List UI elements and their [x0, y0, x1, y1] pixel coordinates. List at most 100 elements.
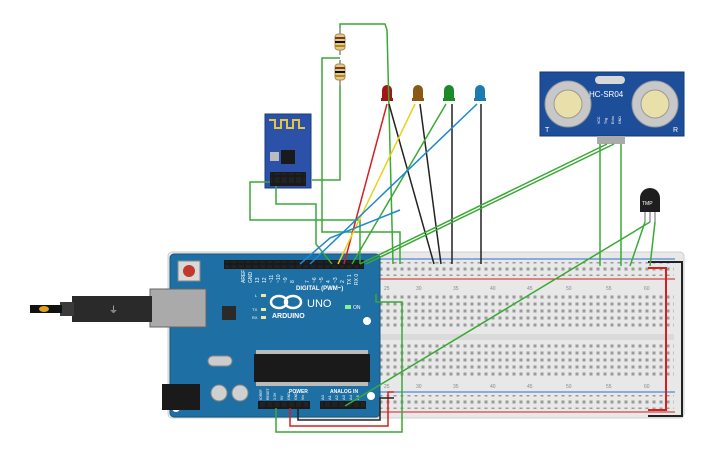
led-base — [443, 98, 455, 101]
led-body — [475, 85, 485, 98]
reset-button-cap — [183, 265, 195, 277]
green-wire — [649, 221, 656, 267]
led — [412, 85, 424, 101]
esp-antenna-trace — [269, 119, 305, 129]
power-jack — [162, 384, 200, 410]
column-number: 35 — [453, 286, 459, 292]
arduino-model-text: UNO — [307, 298, 332, 310]
analog-header-pins — [321, 402, 365, 408]
pin-label: GND — [294, 392, 298, 400]
column-number: 50 — [566, 384, 572, 390]
receiver-mesh — [640, 89, 670, 119]
green-wire — [321, 57, 401, 264]
arduino-brand-text: ARDUINO — [272, 313, 305, 320]
pin-label: 7 — [305, 280, 311, 283]
power-pin-labels: IOREF RESET 3.3V 5V GND GND Vin — [259, 387, 305, 400]
pin-label: A2 — [334, 394, 339, 400]
led — [381, 85, 393, 101]
logo-loop-right — [283, 294, 303, 310]
green-wire — [344, 221, 651, 407]
receiver-mark: R — [673, 127, 678, 134]
led-rx-label: RX — [252, 315, 258, 320]
led-tx-label: TX — [252, 307, 257, 312]
pin-label: A4 — [348, 394, 353, 400]
black-wire — [388, 103, 435, 265]
mounting-hole — [363, 317, 371, 325]
chip-pins-bottom — [256, 382, 368, 386]
red-rail-jumper-wire — [648, 267, 667, 411]
sensor-pin-label: GND — [618, 116, 622, 124]
led-base — [474, 98, 486, 101]
on-led — [345, 305, 351, 309]
sensor-pin-label: Echo — [611, 116, 615, 124]
chip-pins-top — [256, 350, 368, 354]
digital-header-pins — [225, 261, 363, 268]
crystal — [595, 76, 625, 84]
bottom-column-numbers: 25 30 35 40 45 50 55 60 — [384, 384, 650, 390]
resistor-band — [335, 71, 345, 73]
analog-pin-labels: A0 A1 A2 A3 A4 A5 — [320, 394, 360, 400]
hc-sr04-sensor: HC-SR04 T R VCC Trig Echo GND — [539, 71, 685, 144]
blue-wire — [309, 103, 478, 265]
led-tx — [261, 308, 266, 311]
pin-label: 8 — [290, 280, 296, 283]
green-wire — [629, 221, 646, 267]
resistor-band — [335, 75, 345, 77]
pin-label: ~5 — [319, 277, 325, 283]
pin-label: IOREF — [259, 389, 263, 400]
led-body — [382, 85, 392, 98]
bottom-power-rail-holes — [380, 395, 674, 409]
led — [443, 85, 455, 101]
column-number: 35 — [453, 384, 459, 390]
pin-label: TX 1 — [347, 274, 353, 285]
usb-cable: ⏚ — [30, 296, 152, 322]
column-number: 45 — [527, 286, 533, 292]
led-body — [413, 85, 423, 98]
lower-terminal-strip — [380, 343, 674, 378]
pin-label: GND — [248, 272, 254, 284]
center-channel — [380, 334, 674, 340]
resistor-band — [335, 37, 345, 39]
esp8266-module — [264, 113, 312, 189]
usb-symbol-icon: ⏚ — [109, 305, 118, 316]
column-number: 45 — [527, 384, 533, 390]
column-number: 60 — [644, 384, 650, 390]
pin-label: ~10 — [276, 274, 282, 283]
black-rail-jumper-wire — [648, 261, 683, 417]
pin-label: A5 — [355, 394, 360, 400]
tmp36-sensor: TMP — [640, 188, 660, 222]
led — [474, 85, 486, 101]
usb-strain-relief — [60, 302, 74, 316]
pin-label: 4 — [326, 280, 332, 283]
sensor-pin-label: VCC — [597, 116, 601, 124]
hc-sr04-label: HC-SR04 — [589, 90, 624, 99]
mounting-hole — [367, 392, 375, 400]
pin-label: 5V — [280, 395, 284, 400]
green-wire — [365, 143, 615, 265]
pin-label: AREF — [241, 270, 247, 283]
logo-loop-left — [269, 294, 289, 310]
arduino-uno-board: AREF GND 13 12 ~11 ~10 ~9 8 7 ~6 ~5 4 ~3… — [149, 253, 381, 418]
column-number: 40 — [490, 384, 496, 390]
pin-label: ~9 — [283, 277, 289, 283]
pin-label: 2 — [340, 280, 346, 283]
crystal-oscillator — [207, 355, 233, 367]
column-number: 60 — [644, 286, 650, 292]
usb-plug — [72, 296, 152, 322]
power-header-pins — [259, 402, 309, 408]
green-wire — [249, 181, 361, 264]
pin-label: 3.3V — [273, 392, 277, 400]
on-led-label: ON — [353, 305, 361, 311]
black-wire — [419, 103, 442, 265]
pin-label: RX 0 — [354, 274, 360, 285]
pin-label: 13 — [255, 277, 261, 283]
green-wire — [359, 143, 608, 265]
capacitor-1 — [210, 384, 228, 402]
resistors — [334, 28, 346, 86]
tmp-body — [640, 188, 660, 212]
pin-label: A0 — [320, 394, 325, 400]
led-body — [444, 85, 454, 98]
analog-header-title: ANALOG IN — [330, 389, 358, 395]
digital-header-title: DIGITAL (PWM~) — [296, 286, 343, 292]
column-number: 30 — [416, 286, 422, 292]
